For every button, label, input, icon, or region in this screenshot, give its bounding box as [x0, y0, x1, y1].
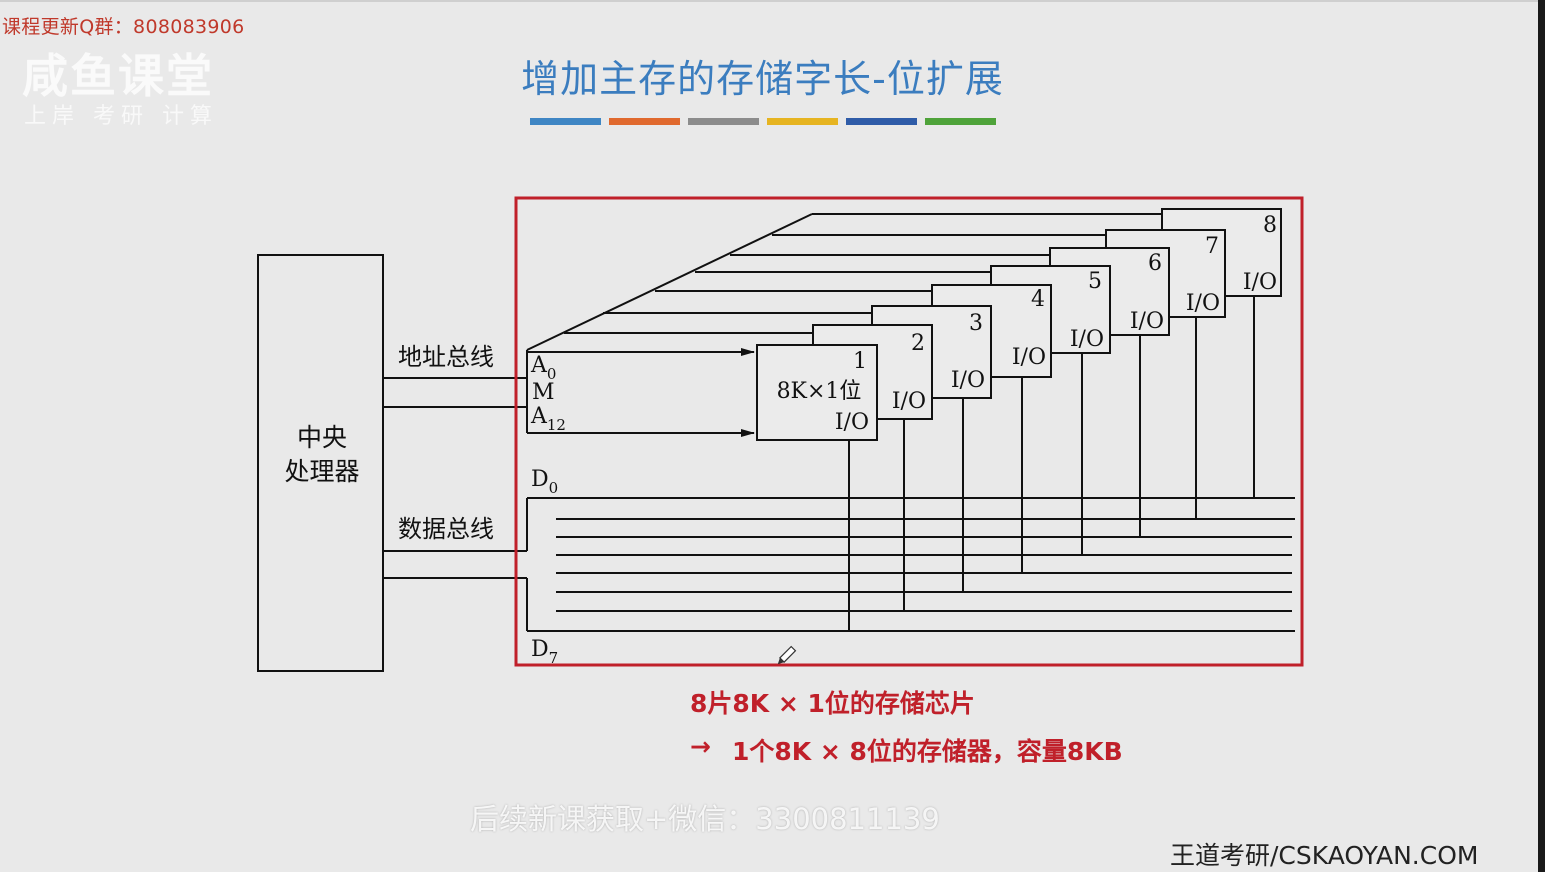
qq-group-note: 课程更新Q群：808083906 — [2, 16, 245, 38]
brand-footer: 王道考研/CSKAOYAN.COM — [1170, 841, 1479, 870]
faint-logo-subtitle: 上岸 考研 计算 — [24, 104, 218, 129]
color-bar-blue — [530, 118, 601, 125]
chip-number: 3 — [969, 311, 983, 336]
chip-number: 7 — [1205, 234, 1219, 259]
cpu-label-line1: 中央 — [297, 423, 347, 452]
memory-chip-1: 1 8K×1位 I/O — [756, 344, 878, 441]
color-bar-yellow — [767, 118, 838, 125]
cpu-box — [257, 254, 384, 672]
color-bar-gray — [688, 118, 759, 125]
memory-module-highlight — [514, 196, 1304, 667]
chip-number: 8 — [1263, 213, 1277, 238]
chip-number: 6 — [1148, 251, 1162, 276]
chip-io-label: I/O — [1130, 309, 1164, 334]
chip-io-label: I/O — [1186, 291, 1220, 316]
chip-number: 1 — [853, 349, 867, 374]
chip-io-label: I/O — [1012, 345, 1046, 370]
data-label-d0: D0 — [531, 467, 558, 497]
caption-chip-count: 8片8K × 1位的存储芯片 — [690, 689, 975, 718]
caption-arrow: → — [690, 732, 711, 761]
slide-title: 增加主存的存储字长-位扩展 — [521, 57, 1004, 101]
chip-io-label: I/O — [951, 368, 985, 393]
color-bar-orange — [609, 118, 680, 125]
pencil-cursor-icon — [777, 645, 797, 665]
chip-io-label: I/O — [835, 410, 869, 435]
caption-result: 1个8K × 8位的存储器，容量8KB — [732, 737, 1123, 766]
chip-io-label: I/O — [1243, 270, 1277, 295]
chip-capacity-label: 8K×1位 — [777, 379, 862, 404]
chip-number: 5 — [1088, 269, 1102, 294]
chip-io-label: I/O — [892, 389, 926, 414]
wechat-watermark: 后续新课获取+微信：3300811139 — [470, 802, 940, 836]
address-bus-label: 地址总线 — [398, 343, 494, 371]
chip-number: 4 — [1031, 287, 1045, 312]
data-label-d7: D7 — [531, 637, 558, 667]
addr-label-m: M — [532, 380, 555, 405]
chip-number: 2 — [911, 331, 925, 356]
title-color-bars — [530, 118, 996, 125]
addr-label-a0: A0 — [530, 353, 556, 383]
frame-top — [0, 0, 1545, 2]
color-bar-navy — [846, 118, 917, 125]
data-bus-label: 数据总线 — [398, 515, 494, 543]
addr-label-a12: A12 — [530, 404, 566, 434]
address-fanout-diagonal — [526, 213, 813, 351]
chip-io-label: I/O — [1070, 327, 1104, 352]
faint-logo: 咸鱼课堂 — [22, 49, 214, 103]
frame-right-edge — [1538, 0, 1545, 872]
cpu-label-line2: 处理器 — [284, 457, 359, 486]
color-bar-green — [925, 118, 996, 125]
